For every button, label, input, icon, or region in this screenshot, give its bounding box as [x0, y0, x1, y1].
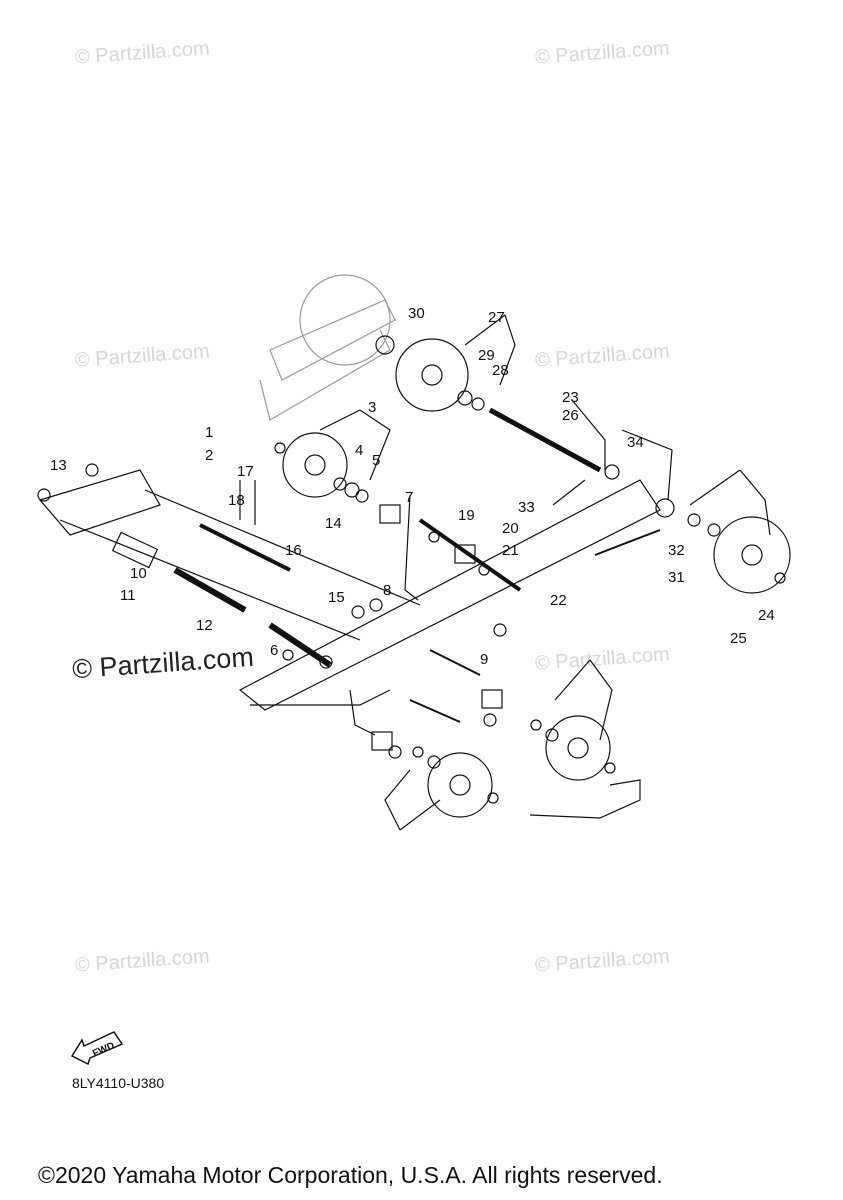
collar-10 [268, 622, 332, 668]
callout: 32 [668, 542, 685, 559]
callout: 24 [758, 607, 775, 624]
callout: 12 [196, 617, 213, 634]
callout: 20 [502, 520, 519, 537]
callout: 28 [492, 362, 509, 379]
arm-7-upper [379, 504, 401, 524]
bolt-9-lower [409, 699, 461, 723]
fwd-label: FWD [91, 1040, 116, 1059]
callout: 31 [668, 569, 685, 586]
callout: 25 [730, 630, 747, 647]
bolt-31 [594, 529, 661, 556]
callout: 8 [383, 582, 391, 599]
hub-30-top [375, 335, 395, 355]
callout: 3 [368, 399, 376, 416]
callout: 23 [562, 389, 579, 406]
bracket-20 [454, 544, 476, 564]
callout: 22 [550, 592, 567, 609]
arm-7-mid [481, 689, 503, 709]
callout: 11 [120, 587, 136, 604]
callout: 4 [355, 442, 363, 459]
callout: 14 [325, 515, 342, 532]
wheel-lower-left [427, 752, 493, 818]
wheel-lower-right [545, 715, 611, 781]
wheel-upper-left [282, 432, 348, 498]
callout: 6 [270, 642, 278, 659]
shaft-16 [199, 523, 291, 572]
fwd-arrow-icon: FWD [70, 1031, 124, 1066]
callout: 9 [480, 651, 488, 668]
callout: 13 [50, 457, 67, 474]
callout: 1 [205, 424, 213, 441]
arm-7-lower [371, 731, 393, 751]
hub-30-right [655, 498, 675, 518]
callout: 5 [372, 452, 380, 469]
callout: 21 [502, 542, 519, 559]
callout: 7 [405, 489, 413, 506]
callout: 16 [285, 542, 302, 559]
callout: 15 [328, 589, 345, 606]
wheel-rear-right [713, 516, 791, 594]
collar-left [111, 531, 159, 569]
shaft-19 [418, 518, 522, 592]
left-rail [38, 469, 161, 536]
wheel-rear-top [395, 338, 469, 412]
rear-axle [488, 407, 602, 473]
callout: 18 [228, 492, 245, 509]
rear-wheel-ghost [299, 274, 391, 366]
diagram-code: 8LY4110-U380 [72, 1075, 165, 1091]
callout: 2 [205, 447, 213, 464]
callout: 10 [130, 565, 147, 582]
callout: 17 [237, 463, 254, 480]
callout: 26 [562, 407, 579, 424]
callout: 29 [478, 347, 495, 364]
bolt-9-upper [429, 649, 481, 676]
right-rail [238, 479, 661, 711]
callout: 33 [518, 499, 535, 516]
copyright-notice: ©2020 Yamaha Motor Corporation, U.S.A. A… [38, 1162, 663, 1188]
callout: 27 [488, 309, 505, 326]
callout: 19 [458, 507, 475, 524]
rear-rail-upper [269, 299, 396, 381]
shaft-12 [173, 567, 247, 613]
callout: 34 [627, 434, 644, 451]
callout: 30 [408, 305, 425, 322]
